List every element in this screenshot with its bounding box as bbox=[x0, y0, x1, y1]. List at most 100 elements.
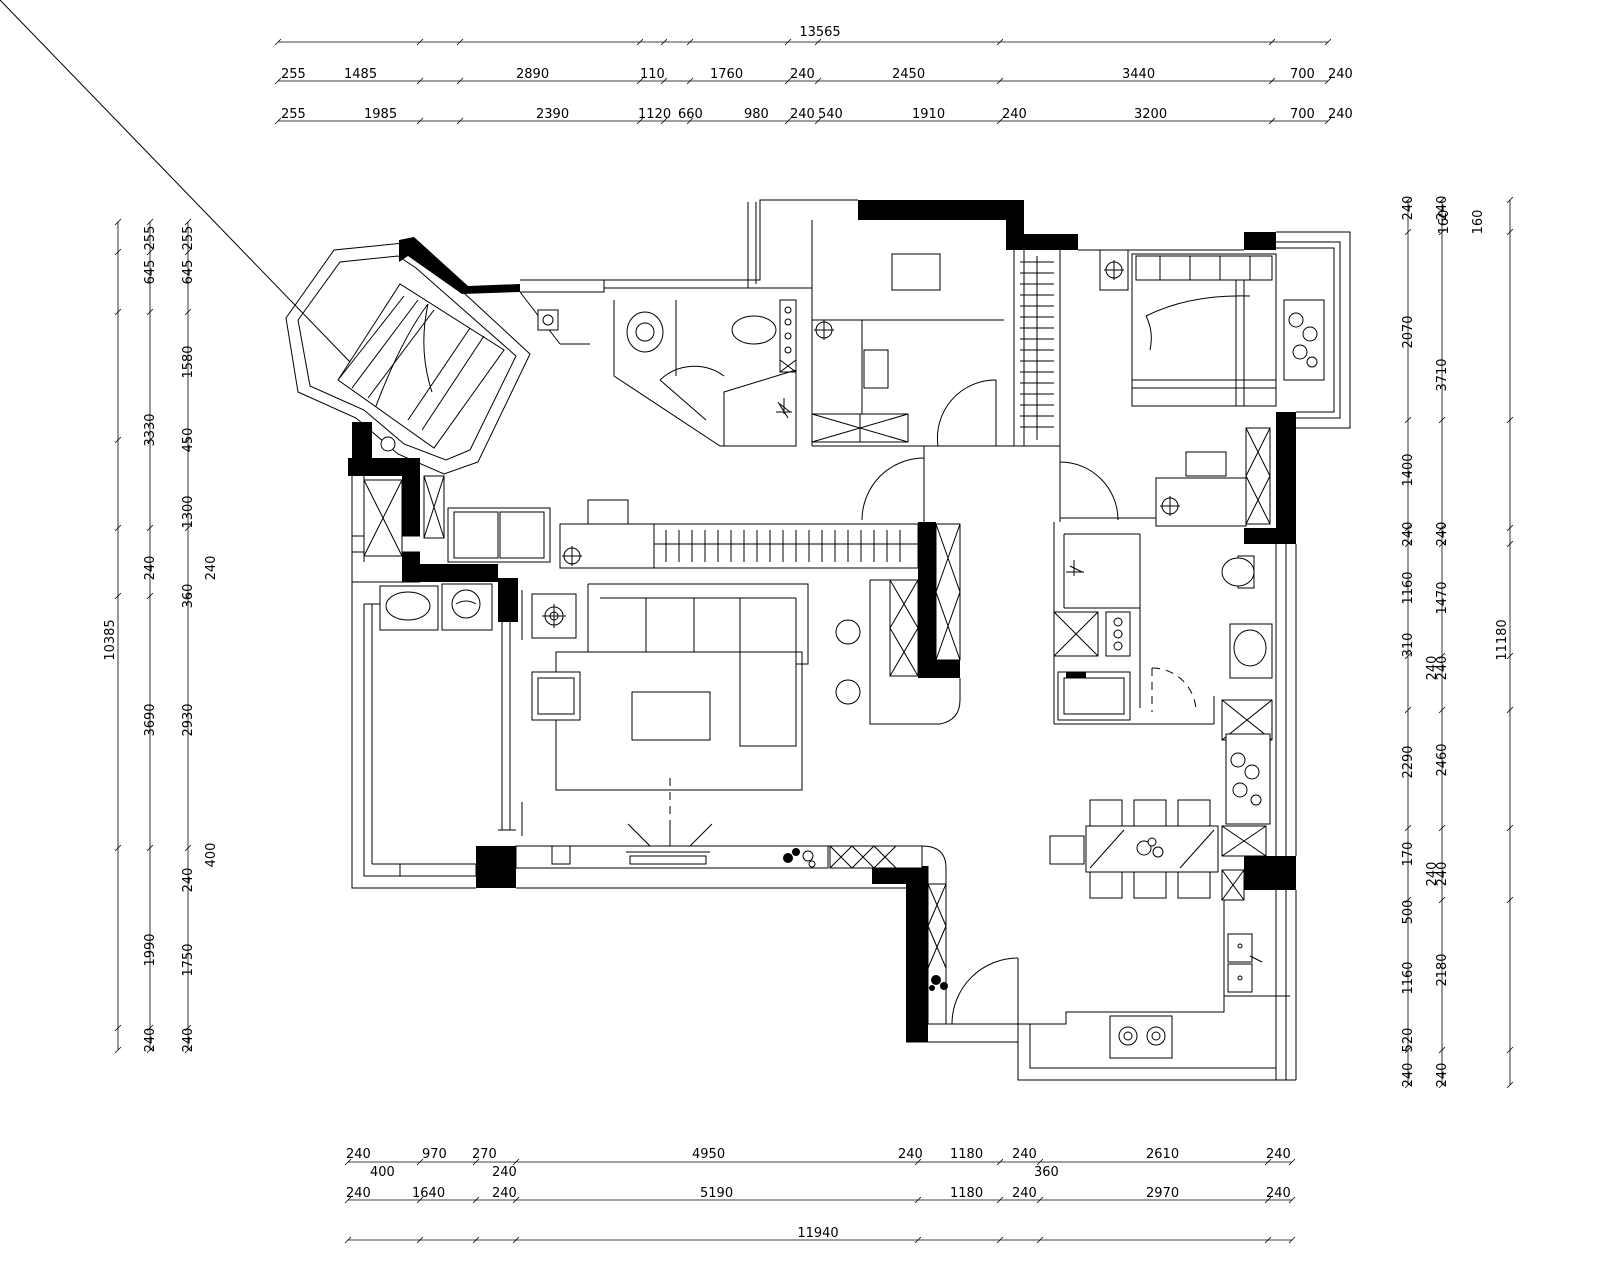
svg-text:240: 240 bbox=[1012, 1147, 1037, 1162]
washbasin-icon bbox=[379, 585, 439, 631]
study-room bbox=[811, 253, 1004, 447]
svg-text:240: 240 bbox=[1328, 107, 1353, 122]
svg-text:240: 240 bbox=[790, 67, 815, 82]
plant-icon bbox=[783, 848, 816, 868]
svg-text:240: 240 bbox=[1435, 1063, 1450, 1088]
lamp-icon bbox=[814, 320, 834, 340]
svg-text:2180: 2180 bbox=[1435, 953, 1450, 986]
svg-text:170: 170 bbox=[1401, 842, 1416, 867]
dim-right-outer: 240 160 3710 240 1470 240 2460 240 2180 … bbox=[1435, 196, 1486, 1088]
dim-top-total: 13565 bbox=[799, 25, 840, 40]
lamp-icon bbox=[542, 604, 566, 628]
svg-text:1760: 1760 bbox=[710, 67, 743, 82]
plant-icon bbox=[1283, 299, 1325, 381]
laundry-balcony bbox=[363, 475, 493, 877]
svg-text:3440: 3440 bbox=[1122, 67, 1155, 82]
svg-text:240: 240 bbox=[492, 1186, 517, 1201]
svg-text:160: 160 bbox=[1437, 210, 1452, 235]
door-swing-icon bbox=[659, 365, 725, 381]
svg-text:1180: 1180 bbox=[950, 1147, 983, 1162]
svg-text:1640: 1640 bbox=[412, 1186, 445, 1201]
sink-icon bbox=[1227, 933, 1263, 993]
plant-icon bbox=[1136, 837, 1164, 858]
svg-text:3330: 3330 bbox=[143, 413, 158, 446]
svg-text:240: 240 bbox=[1435, 522, 1450, 547]
svg-text:700: 700 bbox=[1290, 67, 1315, 82]
svg-text:310: 310 bbox=[1401, 633, 1416, 658]
svg-text:240: 240 bbox=[143, 556, 158, 581]
dimension-lines bbox=[114, 38, 1514, 1244]
svg-text:240: 240 bbox=[1266, 1186, 1291, 1201]
svg-text:240: 240 bbox=[1401, 522, 1416, 547]
dim-bottom-row1: 240 400 970 270 240 4950 240 1180 240 36… bbox=[346, 1147, 1291, 1180]
svg-text:240: 240 bbox=[346, 1186, 371, 1201]
svg-text:660: 660 bbox=[678, 107, 703, 122]
svg-text:1160: 1160 bbox=[1401, 571, 1416, 604]
dim-top-row2: 255 1985 2390 1120 660 980 240 540 1910 … bbox=[281, 107, 1353, 122]
door-swing-icon bbox=[1151, 667, 1197, 713]
svg-text:240: 240 bbox=[181, 868, 196, 893]
svg-text:540: 540 bbox=[818, 107, 843, 122]
svg-text:240: 240 bbox=[1435, 656, 1450, 681]
svg-text:3710: 3710 bbox=[1435, 358, 1450, 391]
svg-text:2390: 2390 bbox=[536, 107, 569, 122]
svg-text:970: 970 bbox=[422, 1147, 447, 1162]
dim-left-total: 10385 bbox=[103, 619, 118, 660]
svg-text:1300: 1300 bbox=[181, 495, 196, 528]
dim-bottom-total: 11940 bbox=[797, 1226, 838, 1241]
master-bedroom bbox=[1059, 249, 1325, 527]
svg-text:400: 400 bbox=[204, 843, 219, 868]
door-swing-icon bbox=[951, 957, 1019, 1025]
washing-machine-icon bbox=[1057, 671, 1131, 721]
svg-text:240: 240 bbox=[181, 1028, 196, 1053]
svg-text:360: 360 bbox=[1034, 1165, 1059, 1180]
svg-text:450: 450 bbox=[181, 428, 196, 453]
svg-text:5190: 5190 bbox=[700, 1186, 733, 1201]
svg-text:240: 240 bbox=[790, 107, 815, 122]
svg-text:110: 110 bbox=[640, 67, 665, 82]
svg-text:2450: 2450 bbox=[892, 67, 925, 82]
svg-text:1120: 1120 bbox=[638, 107, 671, 122]
svg-text:1985: 1985 bbox=[364, 107, 397, 122]
svg-text:1910: 1910 bbox=[912, 107, 945, 122]
svg-text:1400: 1400 bbox=[1401, 453, 1416, 486]
svg-text:240: 240 bbox=[1435, 862, 1450, 887]
svg-text:1485: 1485 bbox=[344, 67, 377, 82]
dim-right-total: 11180 bbox=[1495, 619, 1510, 660]
svg-text:270: 270 bbox=[472, 1147, 497, 1162]
svg-text:240: 240 bbox=[492, 1165, 517, 1180]
svg-text:2290: 2290 bbox=[1401, 745, 1416, 778]
lamp-icon bbox=[1160, 496, 1180, 516]
svg-text:240: 240 bbox=[1401, 1063, 1416, 1088]
shower-icon bbox=[723, 369, 797, 446]
svg-text:1470: 1470 bbox=[1435, 581, 1450, 614]
svg-text:3690: 3690 bbox=[143, 703, 158, 736]
dim-left-outer: 255 645 3330 240 3690 1990 240 bbox=[143, 226, 158, 1053]
door-swing-icon bbox=[861, 457, 925, 521]
bay-bedroom bbox=[0, 0, 505, 452]
svg-text:240: 240 bbox=[1266, 1147, 1291, 1162]
living-room bbox=[447, 457, 961, 1024]
svg-text:1160: 1160 bbox=[1401, 961, 1416, 994]
svg-text:1580: 1580 bbox=[181, 345, 196, 378]
svg-text:3200: 3200 bbox=[1134, 107, 1167, 122]
svg-text:2890: 2890 bbox=[516, 67, 549, 82]
bed-icon bbox=[1131, 253, 1277, 407]
dim-top-row1: 255 1485 2890 110 1760 240 2450 3440 700… bbox=[281, 67, 1353, 82]
svg-text:2460: 2460 bbox=[1435, 743, 1450, 776]
svg-text:2610: 2610 bbox=[1146, 1147, 1179, 1162]
bathroom-1 bbox=[537, 299, 797, 447]
svg-text:2930: 2930 bbox=[181, 703, 196, 736]
svg-text:255: 255 bbox=[181, 226, 196, 251]
svg-text:1750: 1750 bbox=[181, 943, 196, 976]
svg-text:240: 240 bbox=[1012, 1186, 1037, 1201]
svg-text:700: 700 bbox=[1290, 107, 1315, 122]
svg-text:360: 360 bbox=[181, 584, 196, 609]
dim-right-inner: 240 160 2070 1400 240 1160 310 240 2290 … bbox=[1401, 196, 1452, 1088]
dining-table-icon bbox=[1049, 799, 1219, 899]
svg-text:980: 980 bbox=[744, 107, 769, 122]
svg-text:645: 645 bbox=[143, 260, 158, 285]
door-swing-icon bbox=[936, 379, 997, 447]
tv-icon bbox=[626, 851, 710, 865]
svg-text:240: 240 bbox=[1435, 196, 1450, 221]
